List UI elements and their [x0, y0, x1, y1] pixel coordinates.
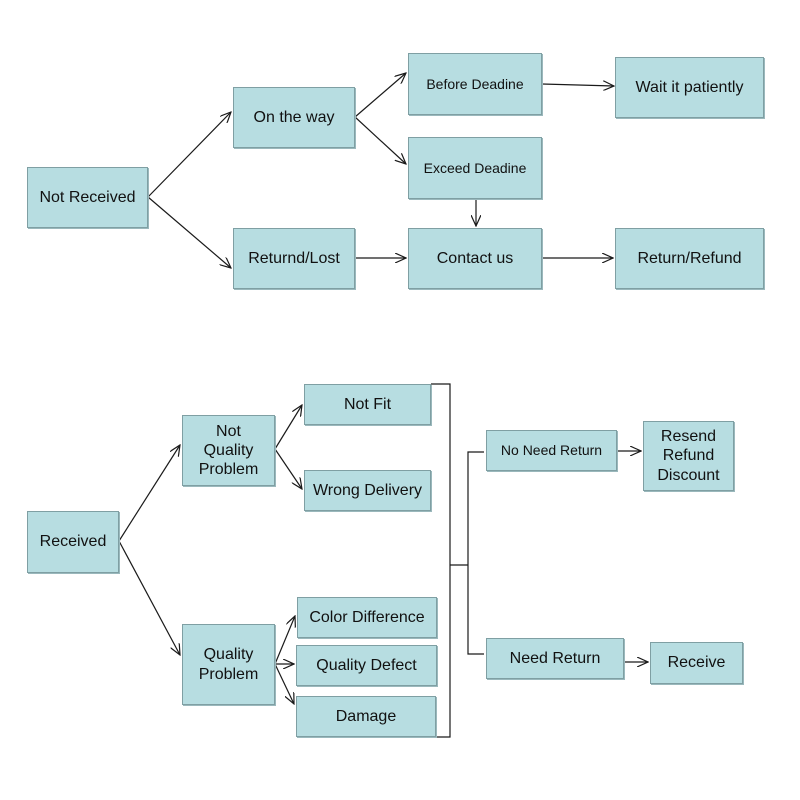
- node-not-fit: Not Fit: [304, 384, 431, 425]
- node-returnd-lost: Returnd/Lost: [233, 228, 355, 289]
- node-wrong-delivery: Wrong Delivery: [304, 470, 431, 511]
- node-contact-us: Contact us: [408, 228, 542, 289]
- node-not-quality-problem: Not Quality Problem: [182, 415, 275, 486]
- edge-not-received-to-on-the-way: [147, 112, 231, 198]
- node-return-refund: Return/Refund: [615, 228, 764, 289]
- edge-before-deadline-to-wait: [541, 84, 614, 86]
- edge-received-to-quality: [118, 540, 180, 655]
- edge-received-to-not-quality: [118, 445, 180, 542]
- node-no-need-return: No Need Return: [486, 430, 617, 471]
- node-before-deadline: Before Deadine: [408, 53, 542, 115]
- edge-on-the-way-to-before-deadline: [354, 73, 406, 118]
- edge-not-received-to-returnd-lost: [147, 196, 231, 268]
- edge-quality-to-damage: [274, 663, 294, 704]
- bracket-outcomes: [467, 451, 484, 655]
- edge-quality-to-color-difference: [274, 616, 295, 665]
- node-quality-defect: Quality Defect: [296, 645, 437, 686]
- node-need-return: Need Return: [486, 638, 624, 679]
- node-resend-refund-discount: Resend Refund Discount: [643, 421, 734, 491]
- node-wait-patiently: Wait it patiently: [615, 57, 764, 118]
- node-not-received: Not Received: [27, 167, 148, 228]
- edge-not-quality-to-wrong-delivery: [274, 448, 302, 489]
- edge-on-the-way-to-exceed-deadline: [354, 116, 406, 164]
- edge-not-quality-to-not-fit: [274, 405, 302, 450]
- node-receive: Receive: [650, 642, 743, 684]
- node-on-the-way: On the way: [233, 87, 355, 148]
- node-received: Received: [27, 511, 119, 573]
- node-exceed-deadline: Exceed Deadine: [408, 137, 542, 199]
- node-quality-problem: Quality Problem: [182, 624, 275, 705]
- node-damage: Damage: [296, 696, 436, 737]
- node-color-difference: Color Difference: [297, 597, 437, 638]
